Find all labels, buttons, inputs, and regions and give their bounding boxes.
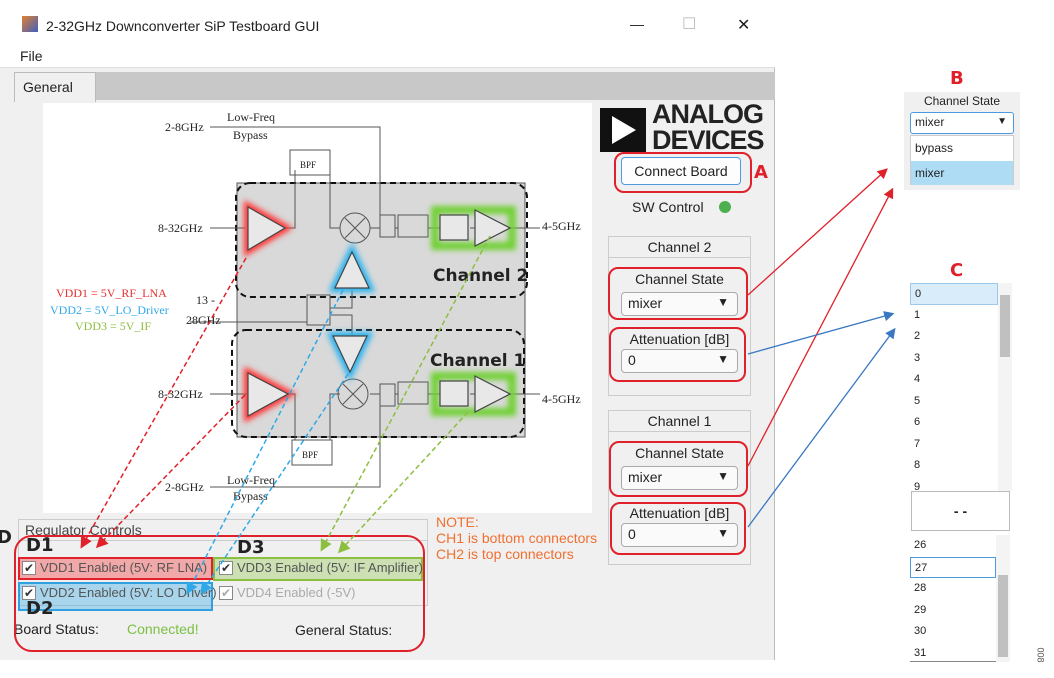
channel2-state-select[interactable]: mixer▼	[621, 292, 738, 316]
dropdown-arrow-icon: ▼	[717, 526, 729, 540]
list-item[interactable]: 28	[914, 582, 927, 594]
inset-c-gap: - -	[911, 491, 1010, 531]
label-a: A	[754, 162, 768, 183]
list-item[interactable]: 9	[914, 480, 921, 493]
list-item[interactable]: 29	[914, 603, 927, 616]
dropdown-arrow-icon: ▼	[717, 352, 729, 366]
vdd1-checkbox[interactable]: ✔VDD1 Enabled (5V: RF LNA)	[22, 560, 208, 575]
channel2-title: Channel 2	[609, 237, 750, 258]
tab-strip	[14, 72, 775, 100]
minimize-button[interactable]: —	[630, 16, 644, 32]
list-item[interactable]: 4	[914, 373, 921, 385]
analog-devices-logo: ANALOG DEVICES	[600, 101, 765, 154]
list-item[interactable]: 6	[914, 416, 921, 428]
annotation-box-ch1-atten	[610, 502, 746, 555]
list-item[interactable]: 27	[910, 556, 996, 578]
matlab-icon	[22, 16, 38, 32]
window-title: 2-32GHz Downconverter SiP Testboard GUI	[46, 18, 320, 34]
inset-b-title: Channel State	[923, 94, 1001, 108]
option-bypass[interactable]: bypass	[915, 141, 954, 155]
list-item[interactable]: 5	[914, 394, 921, 407]
channel1-state-select[interactable]: mixer▼	[621, 466, 738, 490]
inset-c-list-bottom: 26 27 28 29 30 31	[910, 535, 1010, 662]
annotation-box-a	[614, 152, 752, 193]
label-d3: D3	[237, 537, 265, 558]
list-item[interactable]: 1	[914, 308, 921, 321]
list-item[interactable]: 2	[914, 330, 921, 342]
connect-board-button[interactable]: Connect Board	[621, 157, 741, 185]
channel1-atten-label: Attenuation [dB]	[629, 505, 730, 521]
channel1-group: Channel 1 Channel State mixer▼ Attenuati…	[608, 410, 751, 565]
option-mixer[interactable]: mixer	[911, 161, 1013, 185]
menu-bar: File	[0, 42, 775, 68]
dropdown-arrow-icon: ▼	[717, 295, 729, 309]
menu-file[interactable]: File	[20, 48, 43, 64]
close-button[interactable]: ✕	[737, 17, 751, 34]
annotation-box-ch2-atten	[609, 327, 746, 382]
channel1-state-label: Channel State	[635, 445, 724, 461]
board-status-value: Connected!	[127, 621, 199, 637]
scrollbar[interactable]	[996, 535, 1010, 662]
general-status-label: General Status:	[295, 622, 393, 638]
inset-b-options: bypass mixer	[910, 135, 1014, 185]
list-item[interactable]: 0	[910, 283, 998, 305]
channel2-state-label: Channel State	[635, 271, 724, 287]
inset-b-select[interactable]: mixer▼	[910, 112, 1014, 134]
label-c: C	[950, 260, 964, 281]
label-b: B	[950, 68, 964, 89]
list-item[interactable]: 8	[914, 459, 921, 471]
d2-highlight	[18, 582, 213, 611]
dropdown-arrow-icon: ▼	[997, 116, 1007, 127]
channel2-group: Channel 2 Channel State mixer▼ Attenuati…	[608, 236, 751, 396]
channel1-title: Channel 1	[609, 411, 750, 432]
inset-b-dropdown: Channel State mixer▼ bypass mixer	[904, 92, 1020, 190]
maximize-button[interactable]: ☐	[682, 16, 697, 33]
title-bar: 2-32GHz Downconverter SiP Testboard GUI …	[0, 0, 775, 42]
label-d1: D1	[26, 535, 54, 556]
sw-control-label: SW Control	[632, 199, 704, 215]
inset-c-list-top: 0 1 2 3 4 5 6 7 8 9	[910, 283, 1012, 493]
label-d2: D2	[26, 598, 54, 619]
channel1-atten-select[interactable]: 0▼	[621, 523, 738, 547]
list-item[interactable]: 7	[914, 437, 921, 450]
annotation-box-d	[14, 535, 425, 652]
channel2-atten-label: Attenuation [dB]	[629, 331, 730, 347]
check-icon: ✔	[22, 586, 36, 600]
list-item[interactable]: 30	[914, 625, 927, 637]
list-item[interactable]: 3	[914, 351, 921, 364]
sw-control-led	[719, 201, 731, 213]
list-item[interactable]: 31	[914, 646, 927, 659]
list-item[interactable]: 26	[914, 539, 927, 551]
figure-number: 008	[1035, 647, 1046, 663]
check-icon: ✔	[22, 561, 36, 575]
annotation-box-ch1-state	[609, 441, 748, 497]
tab-general[interactable]: General	[14, 72, 96, 102]
dropdown-arrow-icon: ▼	[717, 469, 729, 483]
vdd2-checkbox[interactable]: ✔VDD2 Enabled (5V: LO Driver)	[22, 585, 217, 600]
annotation-box-ch2-state	[608, 267, 748, 320]
scrollbar[interactable]	[998, 283, 1012, 491]
board-status-label: Board Status:	[14, 621, 99, 637]
label-d: D	[0, 527, 12, 548]
block-diagram-panel	[43, 103, 592, 513]
channel2-atten-select[interactable]: 0▼	[621, 349, 738, 373]
